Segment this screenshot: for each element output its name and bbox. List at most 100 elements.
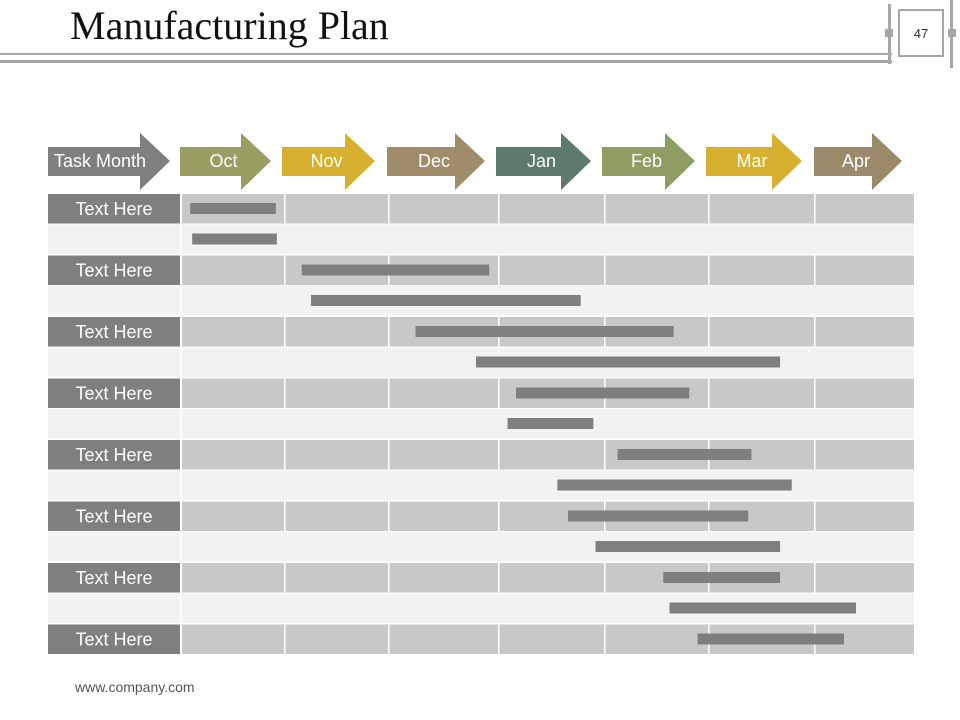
month-arrow-dec [387, 133, 485, 190]
task-label-bg [48, 440, 180, 470]
row-divider [498, 501, 500, 531]
page-number: 47 [913, 25, 929, 41]
row-divider [604, 440, 606, 470]
task-label-2: Text Here [75, 260, 152, 280]
task-label-5: Text Here [75, 445, 152, 465]
task-label-8: Text Here [75, 629, 152, 649]
row-divider [284, 378, 286, 408]
task-label-3: Text Here [75, 322, 152, 342]
title-underline-lower [0, 60, 892, 63]
row-divider [498, 194, 500, 224]
task-label-bg [48, 255, 180, 285]
row-divider [708, 378, 710, 408]
row-divider [814, 378, 816, 408]
row-divider [284, 624, 286, 654]
task-bar-primary [190, 203, 276, 214]
row-divider [498, 255, 500, 285]
row-divider [180, 286, 182, 316]
task-bar-primary [663, 572, 781, 583]
row-divider [388, 501, 390, 531]
title-underline [0, 53, 892, 55]
row-divider [498, 624, 500, 654]
month-label-oct: Oct [209, 151, 237, 171]
task-bar-primary [301, 264, 490, 276]
task-label-bg [48, 378, 180, 408]
task-label-bg [48, 317, 180, 347]
month-label-dec: Dec [418, 151, 450, 171]
month-arrow-oct [180, 133, 271, 190]
row-divider [388, 317, 390, 347]
month-arrow-nov [282, 133, 375, 190]
task-bar-primary [617, 449, 752, 460]
row-divider [180, 409, 182, 439]
task-row-2 [182, 255, 914, 285]
task-bar-primary [415, 326, 674, 337]
row-divider [498, 378, 500, 408]
month-arrow-apr [814, 133, 902, 190]
row-divider [498, 440, 500, 470]
task-label-bg [48, 563, 180, 593]
row-divider [284, 255, 286, 285]
task-bar-secondary [476, 356, 781, 368]
task-label-4: Text Here [75, 383, 152, 403]
month-label-apr: Apr [842, 151, 870, 171]
month-label-feb: Feb [631, 151, 662, 171]
row-divider [180, 224, 182, 254]
row-divider [814, 255, 816, 285]
row-divider [180, 593, 182, 623]
task-month-arrow [48, 133, 170, 190]
month-label-mar: Mar [737, 151, 768, 171]
row-divider [284, 194, 286, 224]
slide-title: Manufacturing Plan [70, 3, 389, 48]
row-divider [180, 347, 182, 377]
row-divider [604, 194, 606, 224]
task-bar-secondary [507, 418, 594, 429]
task-bar-secondary [192, 233, 277, 245]
task-label-bg [48, 501, 180, 531]
row-divider [814, 563, 816, 593]
row-divider [708, 255, 710, 285]
row-divider [180, 470, 182, 500]
frame-knob-left [885, 29, 893, 37]
task-label-bg [48, 194, 180, 224]
row-divider [814, 501, 816, 531]
row-divider [284, 317, 286, 347]
row-divider [708, 194, 710, 224]
task-label-bg [48, 624, 180, 654]
task-subrow-6 [48, 532, 914, 562]
task-month-label: Task Month [54, 151, 146, 171]
row-divider [284, 563, 286, 593]
month-arrow-jan [496, 133, 591, 190]
row-divider [604, 624, 606, 654]
task-bar-secondary [311, 295, 581, 306]
row-divider [388, 378, 390, 408]
row-divider [284, 440, 286, 470]
task-label-1: Text Here [75, 199, 152, 219]
row-divider [708, 317, 710, 347]
row-divider [388, 563, 390, 593]
task-row-5 [182, 440, 914, 470]
row-divider [388, 440, 390, 470]
task-row-1 [182, 194, 914, 224]
task-bar-primary [516, 387, 690, 399]
task-bar-secondary [595, 541, 781, 552]
task-bar-primary [567, 510, 749, 522]
row-divider [604, 563, 606, 593]
task-row-6 [182, 501, 914, 531]
task-bar-secondary [669, 602, 856, 614]
month-arrow-feb [602, 133, 695, 190]
row-divider [814, 317, 816, 347]
task-subrow-1 [48, 224, 914, 254]
task-subrow-4 [48, 409, 914, 439]
month-label-nov: Nov [310, 151, 342, 171]
task-bar-secondary [557, 479, 792, 491]
row-divider [814, 194, 816, 224]
month-arrow-mar [706, 133, 802, 190]
frame-knob-right [948, 29, 956, 37]
row-divider [284, 501, 286, 531]
row-divider [814, 440, 816, 470]
task-bar-primary [697, 633, 844, 645]
task-label-7: Text Here [75, 568, 152, 588]
row-divider [388, 624, 390, 654]
